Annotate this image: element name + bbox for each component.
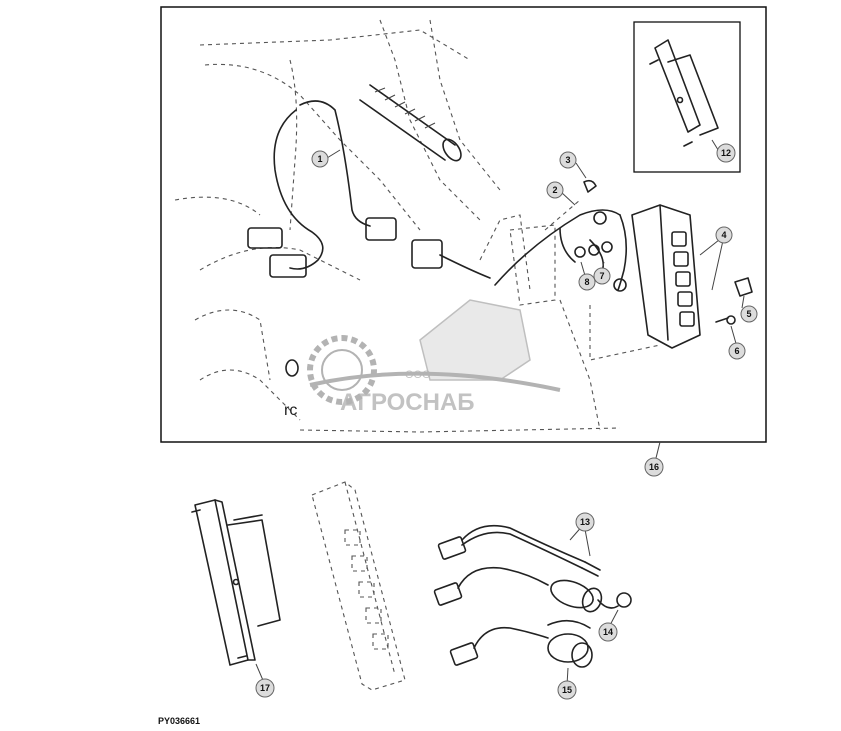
svg-text:5: 5 bbox=[746, 309, 751, 319]
svg-text:8: 8 bbox=[584, 277, 589, 287]
svg-text:16: 16 bbox=[649, 462, 659, 472]
callout-8: 8 bbox=[578, 273, 596, 291]
svg-text:6: 6 bbox=[734, 346, 739, 356]
svg-text:1: 1 bbox=[317, 154, 322, 164]
watermark-logo: ООО АГРОСНАБ bbox=[307, 299, 561, 416]
callout-2: 2 bbox=[546, 181, 564, 199]
inset-frame bbox=[633, 21, 741, 173]
callout-16: 16 bbox=[644, 457, 664, 477]
cable-13 bbox=[437, 524, 601, 577]
svg-text:4: 4 bbox=[721, 230, 726, 240]
svg-text:14: 14 bbox=[603, 627, 613, 637]
callout-1: 1 bbox=[311, 150, 329, 168]
svg-text:3: 3 bbox=[565, 155, 570, 165]
callout-13: 13 bbox=[575, 512, 595, 532]
callout-15: 15 bbox=[557, 680, 577, 700]
bracket-17 bbox=[191, 499, 281, 666]
callout-12: 12 bbox=[716, 143, 736, 163]
bracket-12-inset bbox=[649, 39, 719, 147]
harness-1 bbox=[247, 100, 491, 279]
svg-text:12: 12 bbox=[721, 148, 731, 158]
callout-6: 6 bbox=[728, 342, 746, 360]
svg-text:2: 2 bbox=[552, 185, 557, 195]
tube-part bbox=[359, 84, 462, 162]
svg-text:13: 13 bbox=[580, 517, 590, 527]
leader-lines bbox=[255, 139, 745, 686]
callout-4: 4 bbox=[715, 226, 733, 244]
figure-code: PY036661 bbox=[158, 716, 200, 726]
callout-14: 14 bbox=[598, 622, 618, 642]
panel-outline bbox=[311, 481, 406, 691]
partial-label: rc bbox=[284, 402, 297, 419]
callout-3: 3 bbox=[559, 151, 577, 169]
watermark-small-text: ООО bbox=[405, 369, 431, 381]
callout-7: 7 bbox=[593, 267, 611, 285]
cable-15 bbox=[449, 619, 593, 668]
cab-background bbox=[174, 19, 621, 433]
svg-text:15: 15 bbox=[562, 685, 572, 695]
main-frame bbox=[160, 6, 767, 443]
svg-text:17: 17 bbox=[260, 683, 270, 693]
switch-panel bbox=[589, 204, 753, 361]
callout-17: 17 bbox=[255, 678, 275, 698]
callout-5: 5 bbox=[740, 305, 758, 323]
cable-14 bbox=[433, 566, 632, 613]
svg-text:7: 7 bbox=[599, 271, 604, 281]
watermark-brand-text: АГРОСНАБ bbox=[340, 389, 475, 416]
